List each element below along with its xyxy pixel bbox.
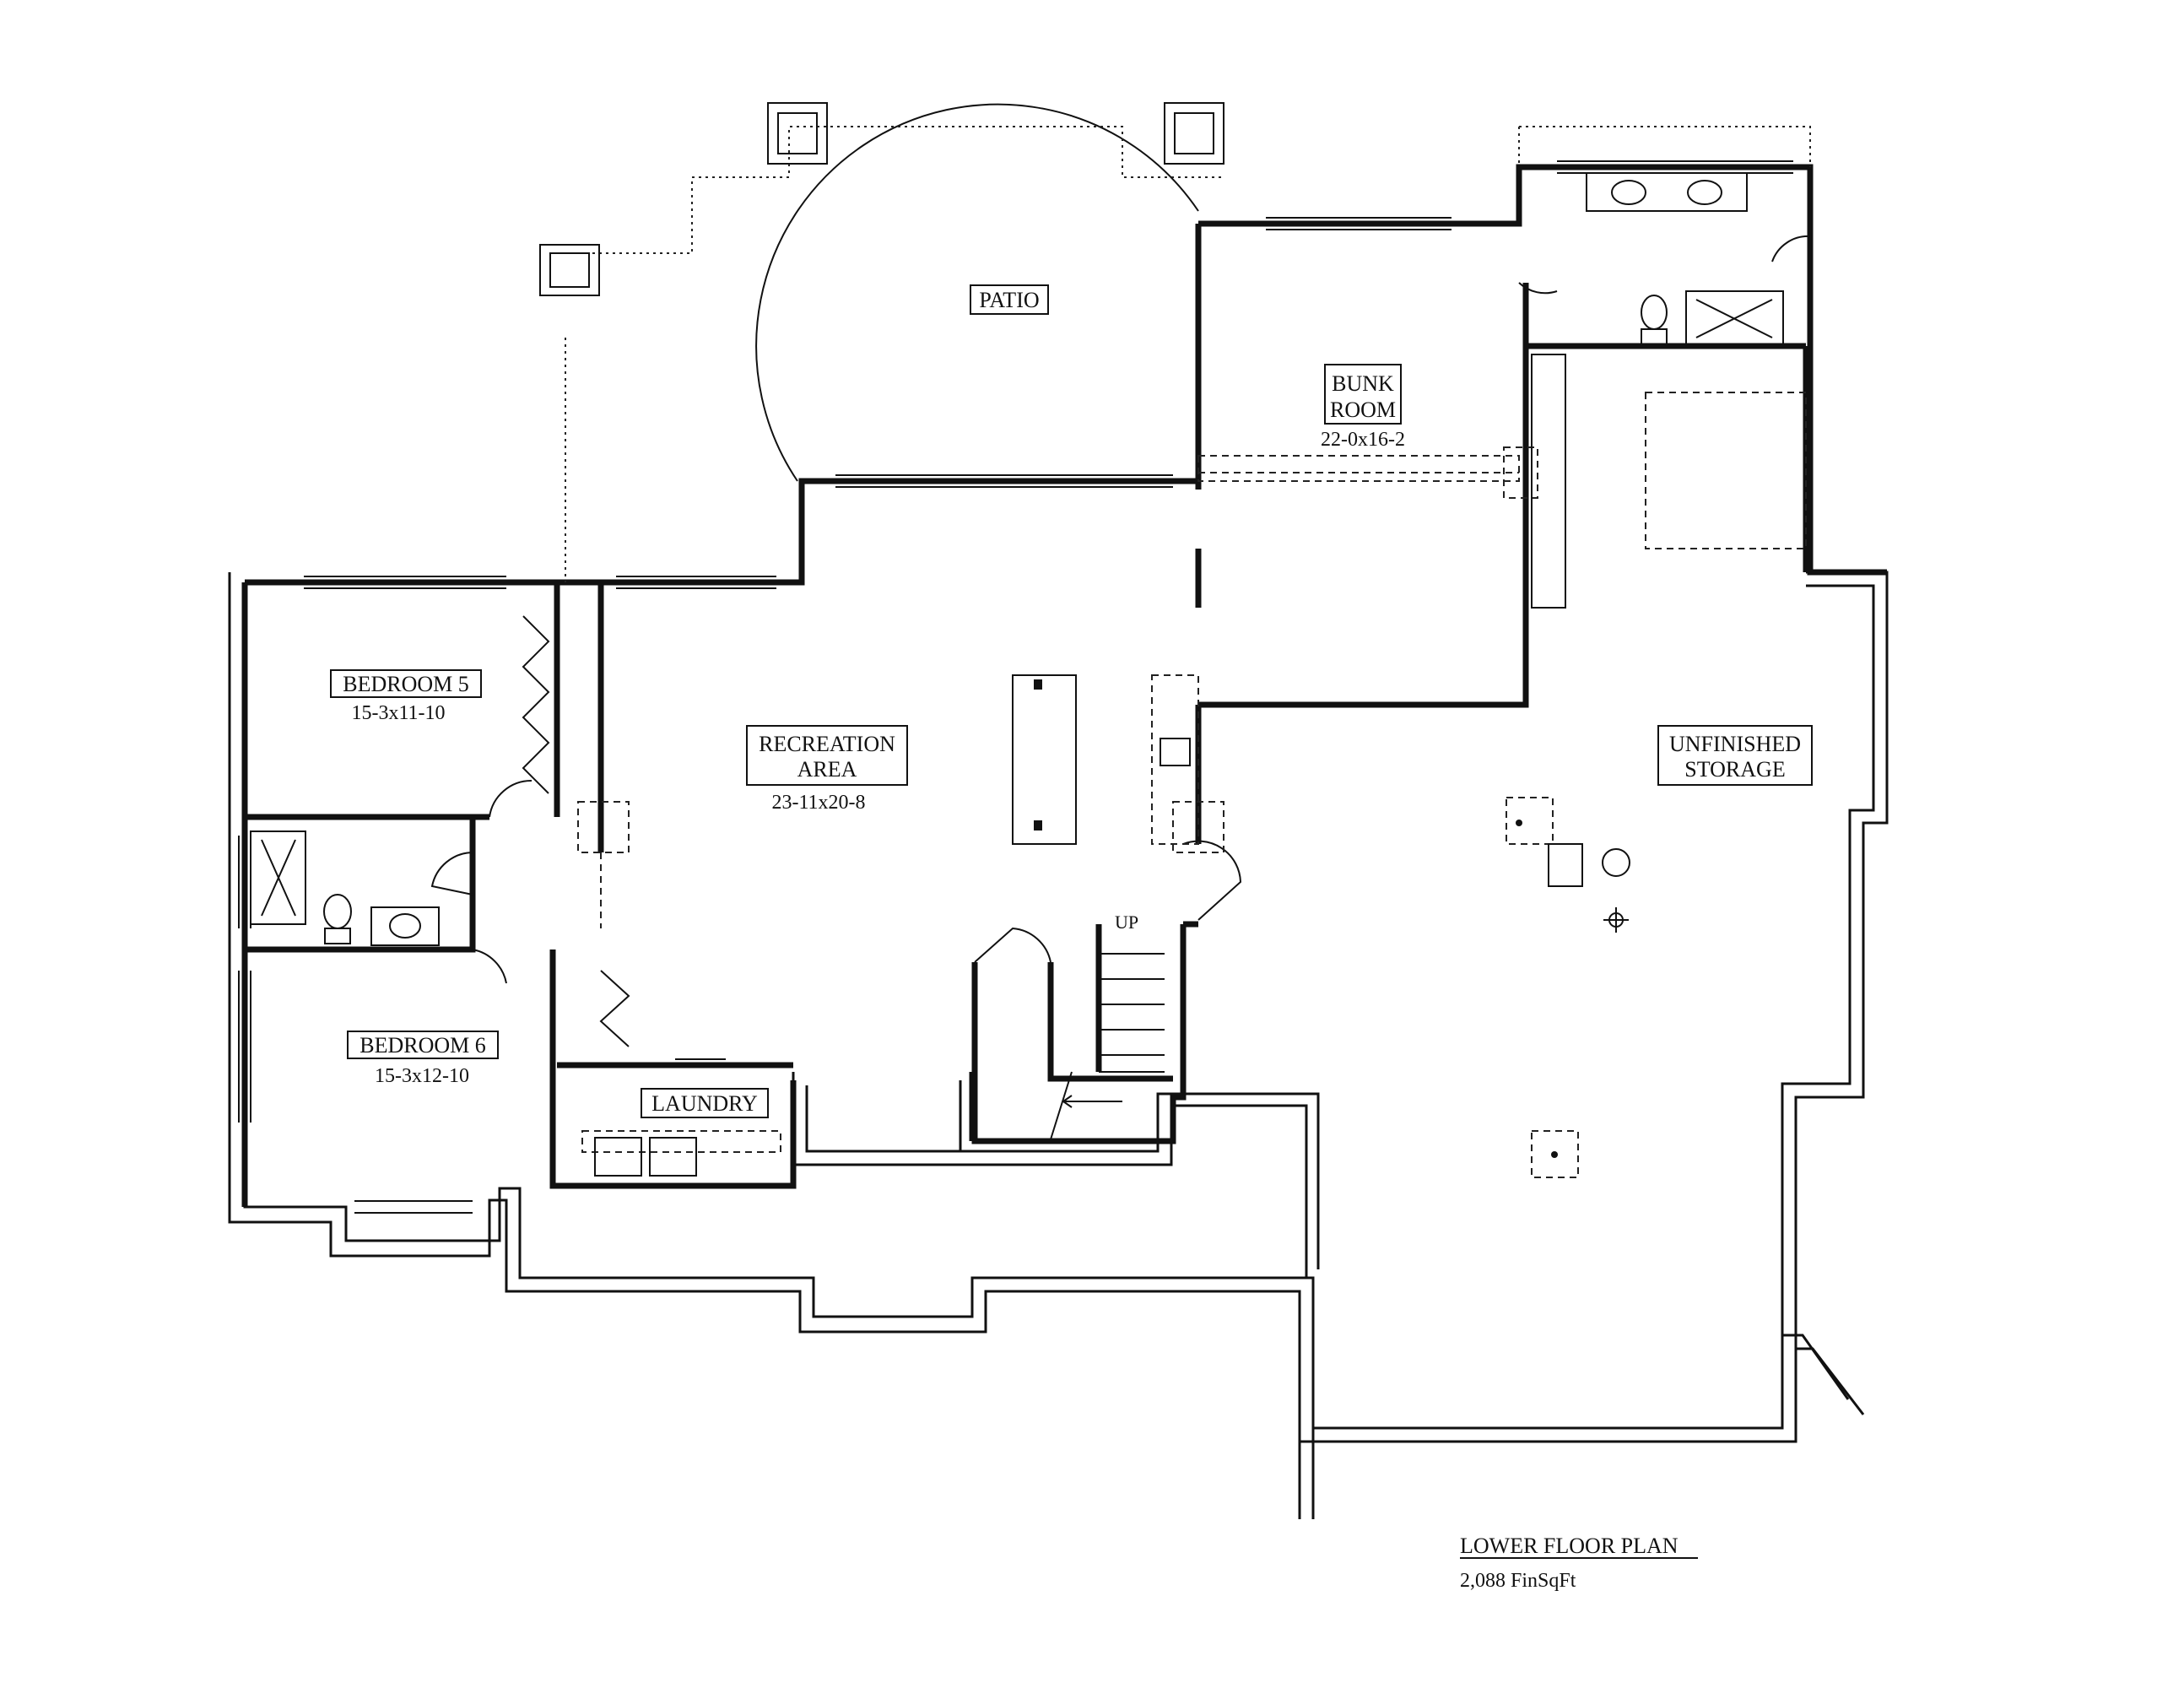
storage-label-line2: STORAGE [1684,757,1785,782]
bedroom5-label: BEDROOM 5 [343,672,469,696]
bunk-room-label-line1: BUNK [1332,371,1394,396]
walls [241,164,1887,1207]
doors [430,235,1811,1047]
cabinets [577,354,1807,1178]
recreation-label-line2: AREA [797,757,857,782]
room-labels: PATIO BUNK ROOM 22-0x16-2 BEDROOM 5 15-3… [330,284,1813,1118]
bunk-room-label-line2: ROOM [1330,398,1396,422]
patio-column-1 [539,244,600,296]
bunk-room-dims: 22-0x16-2 [1321,429,1405,451]
plan-area: 2,088 FinSqFt [1460,1570,1576,1592]
patio-label: PATIO [979,288,1039,312]
storage-label-line1: UNFINISHED [1669,732,1801,756]
patio-column-3 [1164,102,1224,165]
staircase: UP [1050,912,1165,1140]
recreation-label-line1: RECREATION [759,732,895,756]
plan-caption: LOWER FLOOR PLAN 2,088 FinSqFt [1460,1534,1698,1592]
bedroom5-dims: 15-3x11-10 [351,702,445,724]
recreation-dims: 23-11x20-8 [771,792,865,814]
plan-title: LOWER FLOOR PLAN [1460,1534,1679,1558]
bedroom6-dims: 15-3x12-10 [375,1065,469,1087]
laundry-label: LAUNDRY [651,1091,758,1116]
patio-column-2 [767,102,828,165]
bath-fixtures [250,172,1784,946]
patio-area [539,102,1811,582]
stair-label: UP [1115,912,1138,933]
bedroom6-label: BEDROOM 6 [359,1033,486,1058]
